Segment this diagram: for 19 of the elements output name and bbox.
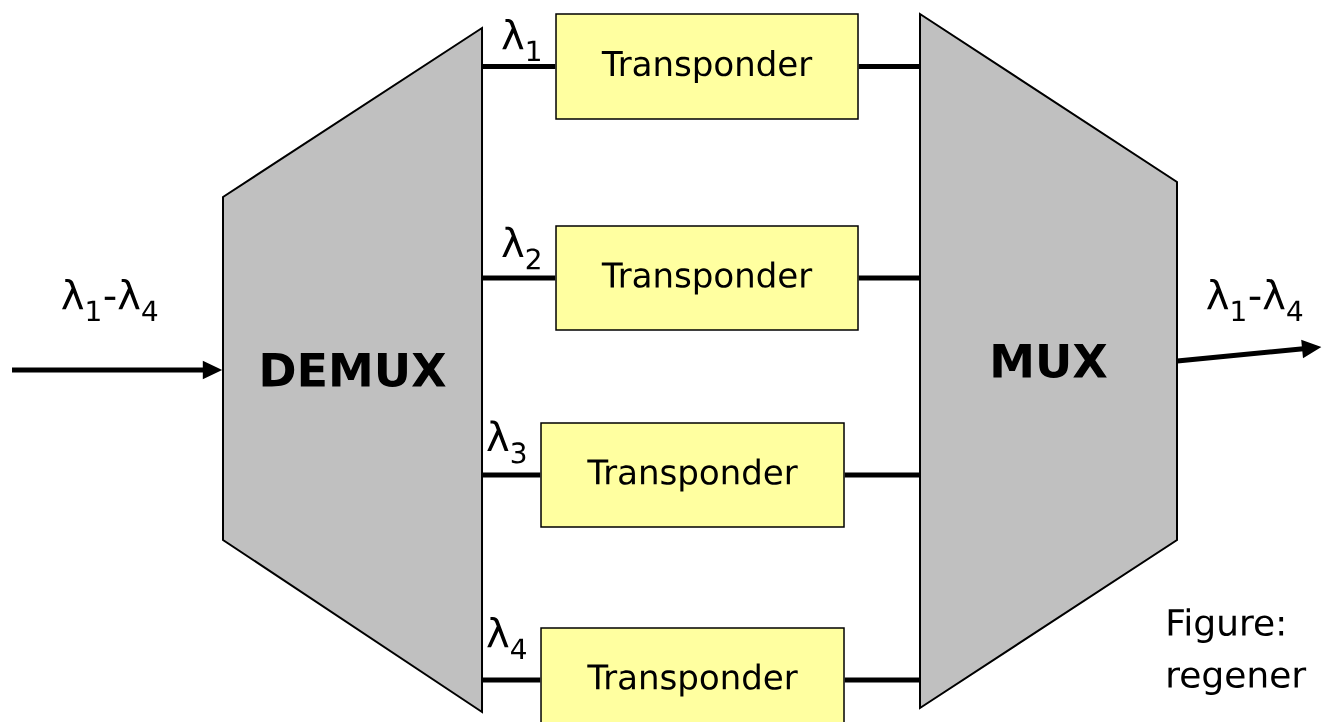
connector-line — [482, 275, 556, 281]
transponder-box: Transponder — [540, 422, 845, 528]
connector-line — [858, 64, 920, 69]
connector-line — [858, 275, 920, 281]
edge-label: λ$_{4}$ — [485, 615, 529, 661]
transponder-box: Transponder — [555, 13, 859, 120]
connector-line — [844, 677, 920, 683]
edge-label: λ$_{1}$ — [500, 17, 544, 63]
connector-line — [482, 677, 541, 683]
transponder-box: Transponder — [555, 225, 859, 331]
connector-line — [482, 64, 556, 69]
transponder-box: Transponder — [540, 627, 845, 722]
edge-label: λ$_{1}$-λ$_{4}$ — [59, 277, 161, 323]
connector-line — [482, 472, 541, 478]
edge-label: λ$_{2}$ — [500, 225, 544, 271]
edge-label: λ$_{3}$ — [485, 419, 529, 465]
connector-line — [844, 472, 920, 478]
demux-trapezoid: DEMUX — [222, 26, 483, 714]
edge-label: λ$_{1}$-λ$_{4}$ — [1204, 277, 1306, 323]
